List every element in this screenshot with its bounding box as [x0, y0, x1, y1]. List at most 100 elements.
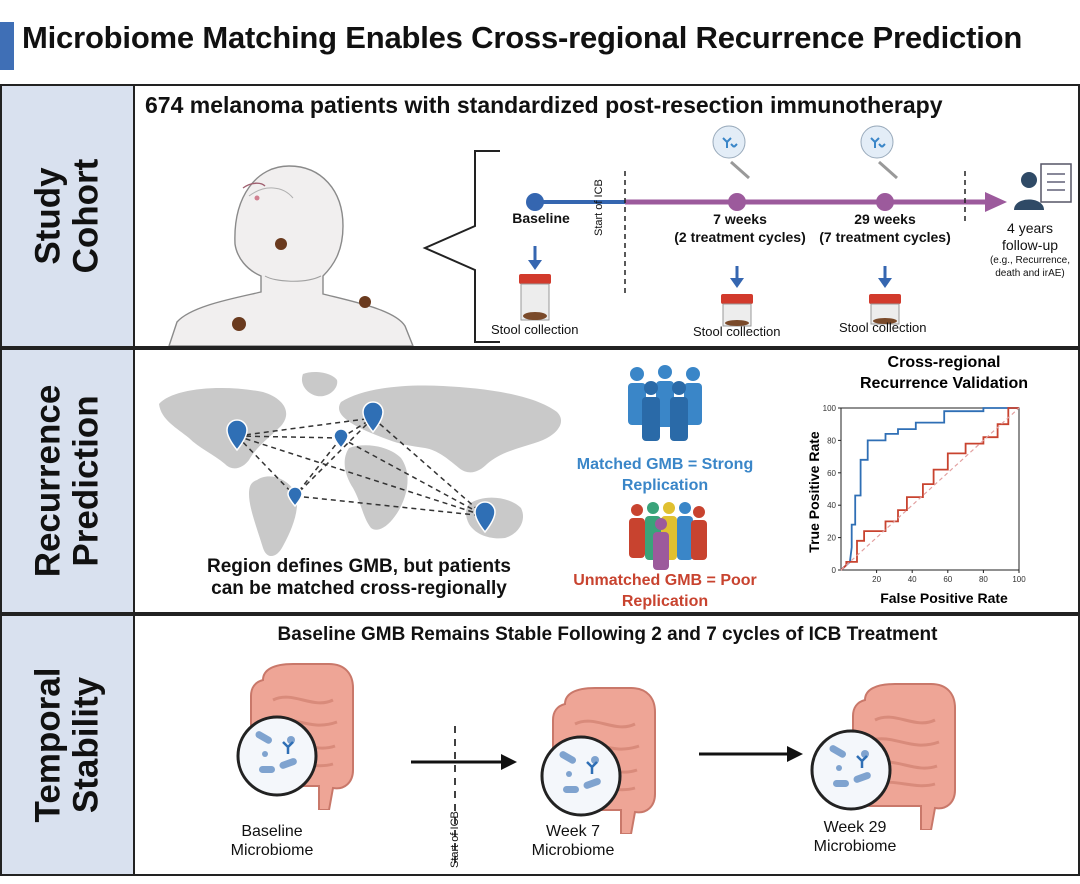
patient-illustration — [168, 165, 414, 346]
y-tick-label: 0 — [832, 566, 837, 575]
week29-label-line-2: Microbiome — [813, 838, 897, 855]
map-caption-line-2: can be matched cross-regionally — [211, 578, 507, 599]
y-tick-label: 100 — [823, 404, 837, 413]
week29-label-line-2: (7 treatment cycles) — [819, 229, 951, 245]
stool-jar-icon — [519, 274, 551, 321]
week7-label-line-2: Microbiome — [531, 842, 615, 859]
matched-label-line-2: Replication — [621, 477, 709, 494]
side-label-line-1: Study — [28, 167, 68, 265]
follow-up-line-4: death and irAE) — [995, 268, 1065, 279]
microbiome-circle-icon — [540, 735, 622, 817]
microbiome-circle-icon — [810, 729, 892, 811]
baseline-label-line-1: Baseline — [241, 823, 303, 840]
side-label-line-1: Temporal — [28, 667, 68, 823]
stool-collection-label: Stool collection — [839, 320, 927, 335]
map-caption: Region defines GMB, but patients can be … — [159, 556, 559, 600]
week7-label: 7 weeks (2 treatment cycles) — [660, 210, 820, 246]
x-tick-label: 60 — [943, 575, 952, 584]
location-pin-icon — [474, 501, 496, 534]
page-title: Microbiome Matching Enables Cross-region… — [22, 20, 1023, 55]
week7-label-line-2: (2 treatment cycles) — [674, 229, 806, 245]
cohort-heading: 674 melanoma patients with standardized … — [145, 92, 943, 118]
side-label-line-1: Recurrence — [28, 384, 68, 578]
location-pin-icon — [362, 401, 384, 434]
week29-microbiome-label: Week 29 Microbiome — [785, 818, 925, 856]
temporal-stability-panel: Baseline GMB Remains Stable Following 2 … — [135, 614, 1080, 876]
chart-title-line-2: Recurrence Validation — [860, 375, 1028, 392]
cohort-bracket — [422, 150, 500, 343]
melanoma-lesion-shoulder — [359, 296, 371, 308]
immunotherapy-icon — [860, 125, 898, 180]
stability-arrows — [411, 726, 803, 866]
matched-label-line-1: Matched GMB = Strong — [576, 456, 754, 473]
microbiome-circle-icon — [236, 715, 318, 797]
roc-series-line-1 — [840, 407, 1019, 571]
immunotherapy-icon — [712, 125, 750, 180]
melanoma-lesion-face — [275, 238, 287, 250]
stool-jar-icon — [721, 294, 753, 327]
side-label-line-2: Prediction — [66, 395, 106, 567]
week29-label-line-1: Week 29 — [823, 819, 887, 836]
baseline-dot — [526, 193, 544, 211]
location-pin-icon — [287, 486, 303, 508]
chart-title-line-1: Cross-regional — [888, 354, 1001, 371]
x-tick-label: 100 — [1012, 575, 1026, 584]
follow-up-line-3: (e.g., Recurrence, — [989, 255, 1071, 266]
baseline-label: Baseline — [512, 210, 570, 226]
unmatched-label: Unmatched GMB = Poor Replication — [565, 570, 765, 612]
location-pin-icon — [333, 428, 349, 450]
follow-up-label: 4 years follow-up (e.g., Recurrence, dea… — [977, 220, 1080, 280]
week29-dot — [876, 193, 894, 211]
week7-label-line-1: 7 weeks — [713, 211, 767, 227]
stool-collection-label: Stool collection — [693, 324, 781, 339]
x-tick-label: 20 — [872, 575, 881, 584]
week29-label: 29 weeks (7 treatment cycles) — [805, 210, 965, 246]
y-tick-label: 60 — [827, 469, 836, 478]
unmatched-people-icon — [629, 502, 707, 570]
recurrence-prediction-panel: Region defines GMB, but patients can be … — [135, 348, 1080, 614]
stool-jar-icon — [869, 294, 901, 325]
follow-up-doctor-icon — [1014, 163, 1072, 210]
stool-collection-label: Stool collection — [491, 322, 579, 337]
roc-chart: Cross-regional Recurrence Validation Tru… — [806, 354, 1028, 606]
x-tick-label: 40 — [908, 575, 917, 584]
week29-label-line-1: 29 weeks — [854, 211, 916, 227]
melanoma-lesion-chest — [232, 317, 246, 331]
follow-up-line-1: 4 years — [1007, 220, 1053, 236]
study-cohort-panel: 674 melanoma patients with standardized … — [135, 84, 1080, 348]
unmatched-label-line-1: Unmatched GMB = Poor — [573, 572, 757, 589]
cohort-timeline — [519, 171, 1007, 327]
x-axis-label: False Positive Rate — [880, 590, 1008, 606]
plot-frame — [840, 407, 1020, 571]
matched-label: Matched GMB = Strong Replication — [565, 454, 765, 496]
stability-heading: Baseline GMB Remains Stable Following 2 … — [277, 624, 938, 645]
baseline-microbiome-label: Baseline Microbiome — [207, 822, 337, 860]
week7-label-line-1: Week 7 — [546, 823, 600, 840]
side-label-line-2: Cohort — [66, 158, 106, 274]
start-icb-label: Start of ICB — [449, 811, 461, 868]
week7-dot — [728, 193, 746, 211]
matched-people-icon — [628, 365, 702, 441]
eye-icon — [254, 195, 260, 201]
title-accent-bar — [0, 22, 14, 70]
y-tick-label: 20 — [827, 534, 836, 543]
location-pin-icon — [226, 419, 248, 452]
unmatched-label-line-2: Replication — [621, 593, 709, 610]
roc-series-line-2 — [840, 407, 1019, 571]
x-tick-label: 80 — [979, 575, 988, 584]
y-tick-label: 40 — [827, 501, 836, 510]
y-axis-label: True Positive Rate — [806, 431, 822, 553]
baseline-label-line-2: Microbiome — [230, 842, 314, 859]
week7-microbiome-label: Week 7 Microbiome — [503, 822, 643, 860]
start-icb-label: Start of ICB — [593, 179, 605, 236]
map-caption-line-1: Region defines GMB, but patients — [206, 556, 511, 577]
world-map — [159, 372, 562, 557]
follow-up-line-2: follow-up — [1001, 237, 1059, 253]
roc-series-line-3 — [840, 407, 1020, 571]
chart-series — [840, 407, 1020, 571]
side-label-line-2: Stability — [66, 676, 106, 814]
